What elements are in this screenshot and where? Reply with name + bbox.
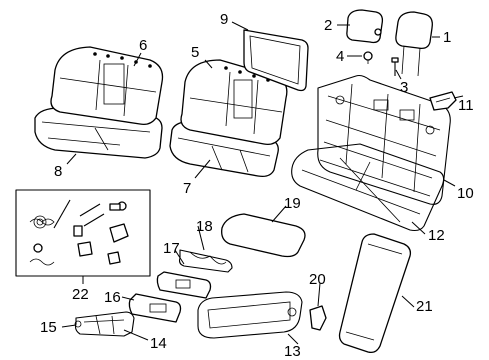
part-2-headrest [346,9,384,44]
part-6-seat-back [50,46,164,126]
part-13-frame [197,291,303,339]
part-10-frame [317,74,451,205]
part-16-bracket [128,293,182,323]
callout-12: 12 [428,227,445,244]
callout-16: 16 [104,289,121,306]
callout-11: 11 [458,97,474,114]
callout-4: 4 [336,48,344,65]
part-20-bracket [309,305,327,331]
callout-9: 9 [220,11,228,28]
callout-20: 20 [309,271,326,288]
callout-6: 6 [139,37,147,54]
part-9-pad [243,29,309,92]
callout-7: 7 [183,180,191,197]
callout-13: 13 [284,343,301,360]
callout-labels: 1 2 3 4 5 6 7 8 9 10 11 12 13 14 15 16 1… [40,11,474,360]
callout-19: 19 [284,195,301,212]
part-5-seat-back [180,59,288,146]
callout-18: 18 [196,218,213,235]
part-21-panel [338,233,412,354]
part-17-bracket [156,271,212,299]
part-19-pad [221,213,306,258]
callout-22: 22 [72,286,89,303]
part-4-bolt [363,51,373,64]
callout-3: 3 [400,79,408,96]
callout-21: 21 [416,298,433,315]
callout-5: 5 [191,44,199,61]
callout-14: 14 [150,335,167,352]
callout-1: 1 [443,29,451,46]
callout-15: 15 [40,319,57,336]
part-14-rail [74,311,135,337]
leader-lines [61,21,464,345]
callout-2: 2 [324,17,332,34]
part-18-bracket [178,249,233,273]
part-11-bracket [429,91,457,111]
callout-17: 17 [163,240,180,257]
part-1-headrest [395,11,433,77]
part-3-guide [391,57,399,76]
callout-8: 8 [54,163,62,180]
part-12-seat-frame [291,143,445,232]
part-22-hardware-kit [15,189,151,277]
callout-10: 10 [457,185,474,202]
